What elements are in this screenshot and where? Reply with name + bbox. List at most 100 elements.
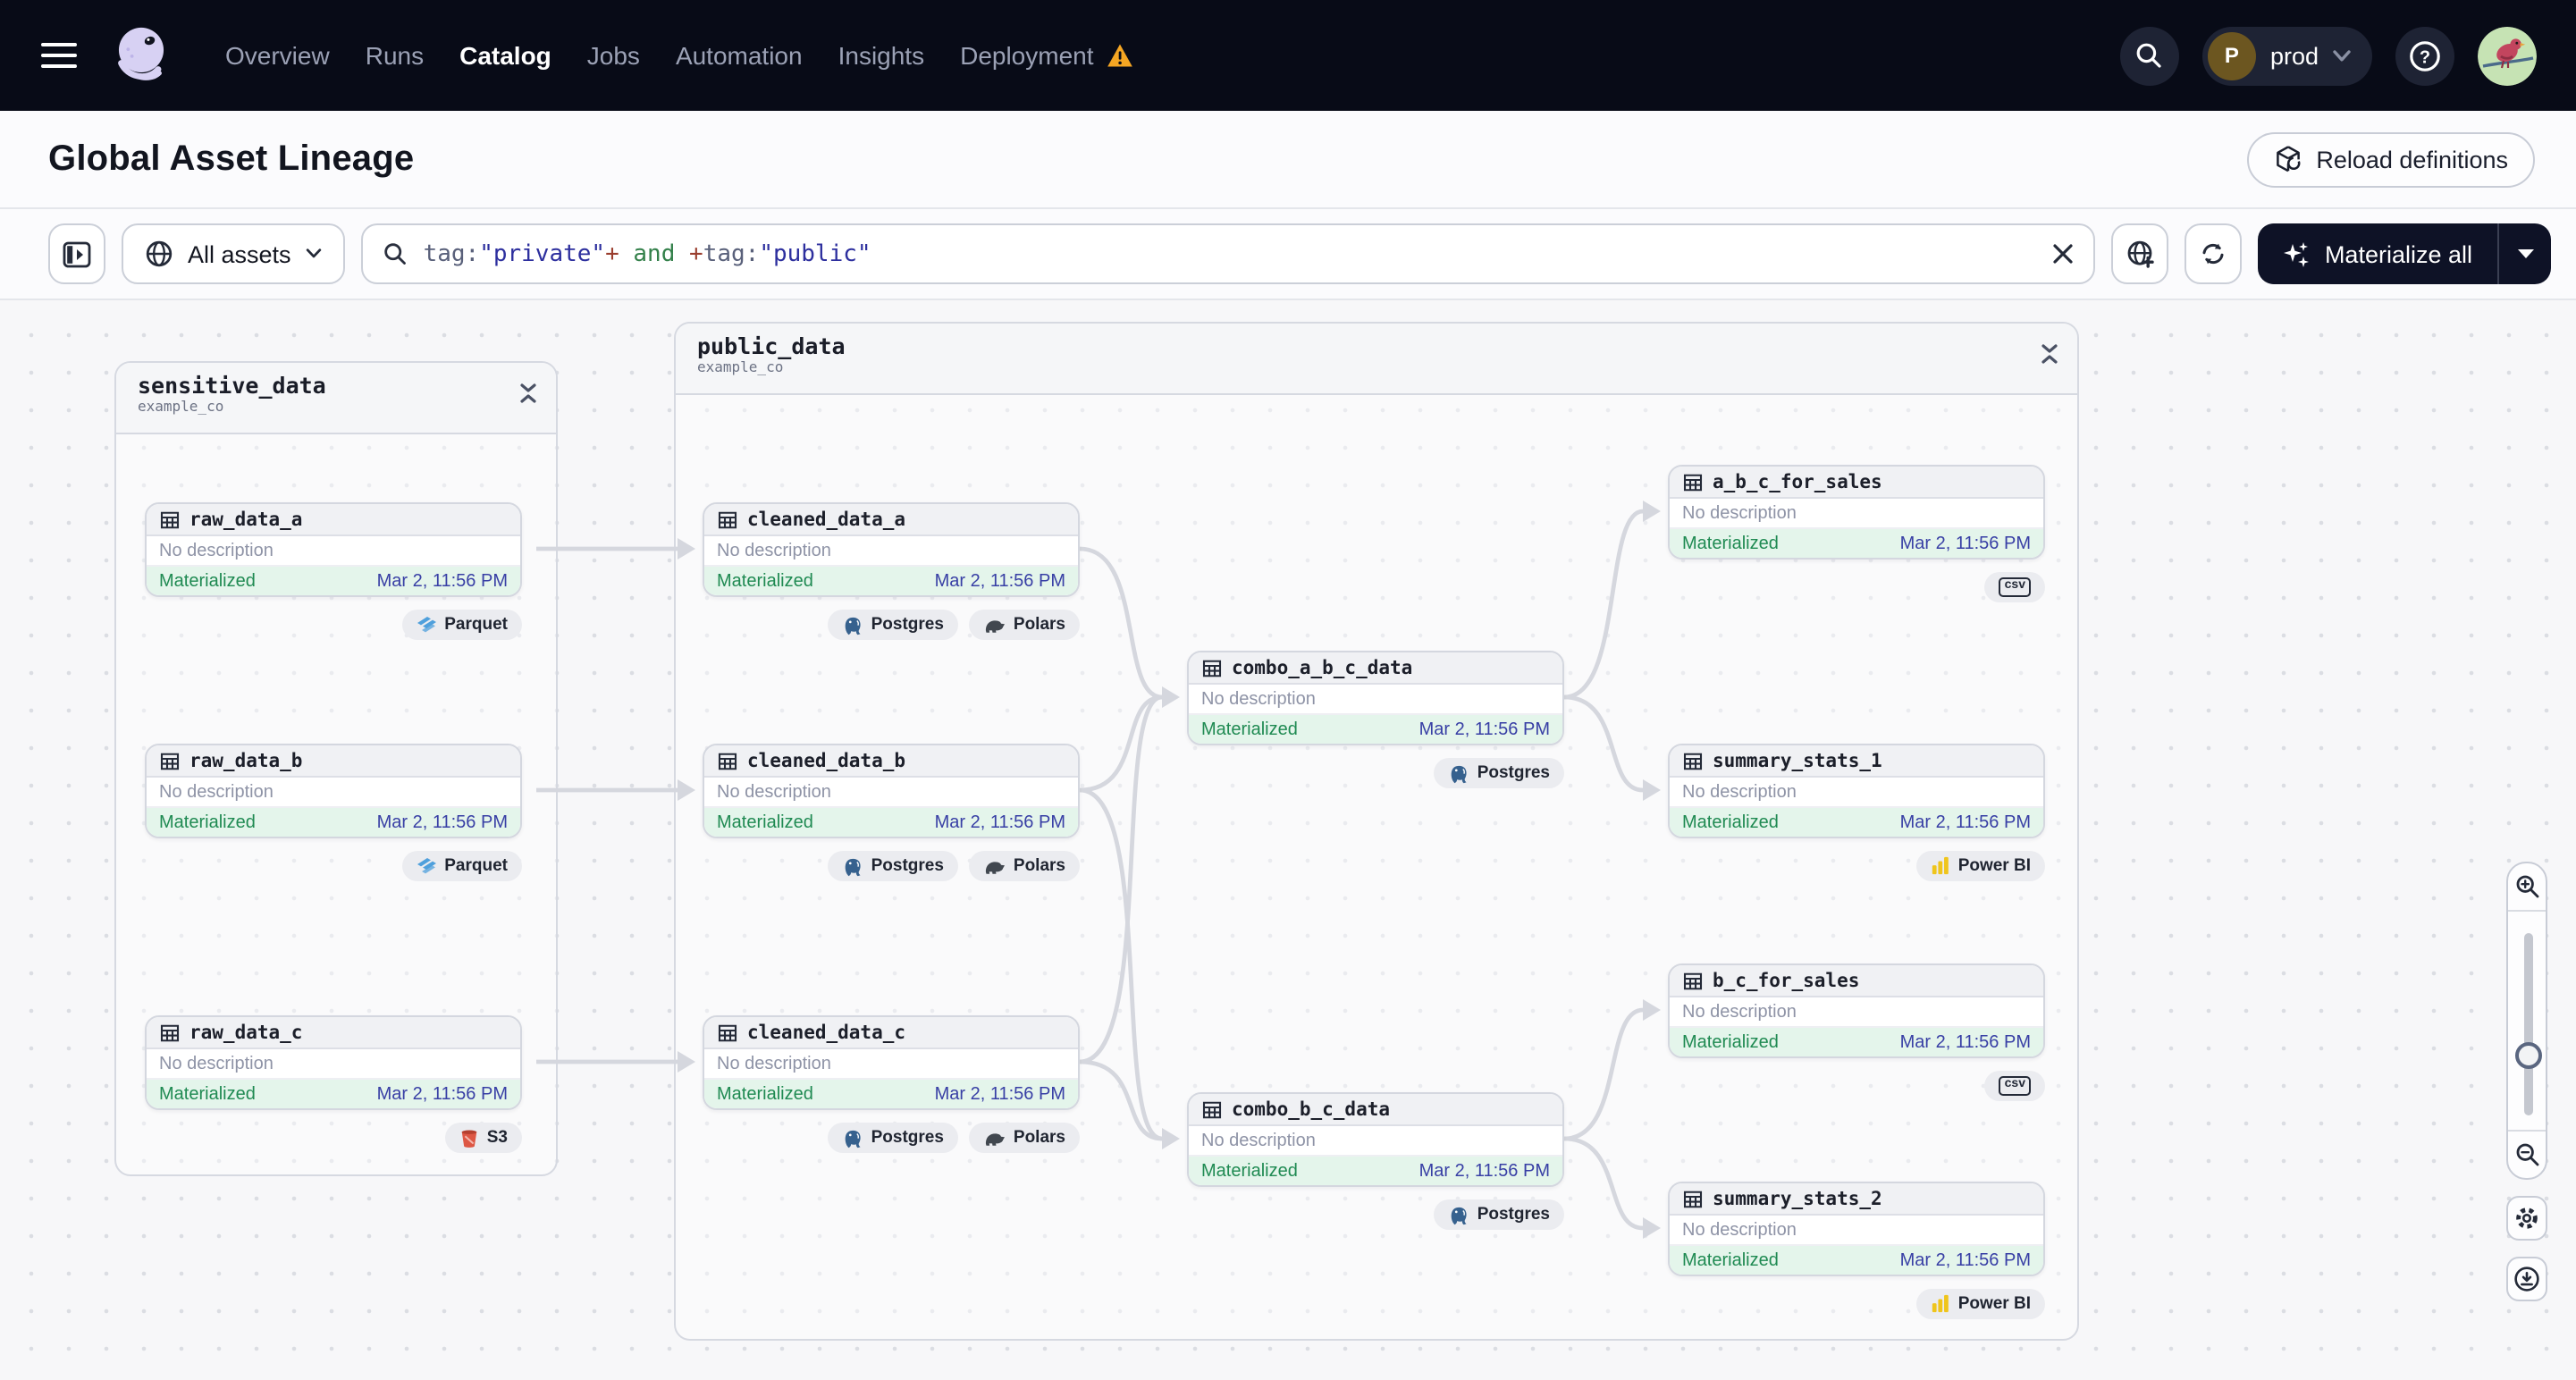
hamburger-menu-icon[interactable]	[41, 43, 77, 68]
filter-to-selection-button[interactable]	[2111, 223, 2169, 284]
asset-node-cleaned-data-a[interactable]: cleaned_data_a No description Materializ…	[703, 502, 1080, 597]
nav-item-runs[interactable]: Runs	[365, 41, 425, 70]
asset-node-b-c-for-sales[interactable]: b_c_for_sales No description Materialize…	[1668, 963, 2045, 1058]
kind-tag-postgres[interactable]: Postgres	[1434, 1199, 1564, 1230]
zoom-slider-track[interactable]	[2524, 933, 2533, 1115]
asset-node-combo-a-b-c-data[interactable]: combo_a_b_c_data No description Material…	[1187, 651, 1564, 745]
asset-node-a-b-c-for-sales[interactable]: a_b_c_for_sales No description Materiali…	[1668, 465, 2045, 560]
table-icon	[718, 752, 737, 770]
node-description: No description	[1670, 499, 2043, 529]
asset-node-combo-b-c-data[interactable]: combo_b_c_data No description Materializ…	[1187, 1092, 1564, 1187]
postgres-icon	[1452, 1206, 1468, 1224]
dagster-logo-icon[interactable]	[107, 21, 175, 89]
zoom-out-button[interactable]	[2508, 1132, 2546, 1178]
bird-avatar-icon	[2478, 26, 2537, 85]
status-badge[interactable]: Materialized	[717, 571, 813, 591]
environment-switcher[interactable]: P prod	[2201, 26, 2372, 85]
nav-item-overview[interactable]: Overview	[225, 41, 330, 70]
graph-settings-button[interactable]	[2506, 1196, 2547, 1241]
asset-node-raw-data-a[interactable]: raw_data_a No description Materialized M…	[145, 502, 522, 597]
materialization-time[interactable]: Mar 2, 11:56 PM	[934, 812, 1065, 832]
kind-tag-parquet[interactable]: Parquet	[401, 610, 522, 640]
powerbi-icon	[1932, 1294, 1949, 1313]
status-badge[interactable]: Materialized	[1682, 1032, 1779, 1052]
materialization-time[interactable]: Mar 2, 11:56 PM	[1899, 1032, 2031, 1052]
group-header[interactable]: sensitive_data example_co	[116, 363, 556, 434]
asset-node-cleaned-data-c[interactable]: cleaned_data_c No description Materializ…	[703, 1015, 1080, 1110]
nav-item-deployment[interactable]: Deployment	[960, 41, 1132, 70]
asset-node-raw-data-b[interactable]: raw_data_b No description Materialized M…	[145, 744, 522, 838]
kind-tag-parquet[interactable]: Parquet	[401, 851, 522, 881]
materialization-time[interactable]: Mar 2, 11:56 PM	[1418, 1161, 1550, 1181]
node-kind-tags: Parquet	[145, 610, 522, 640]
materialization-time[interactable]: Mar 2, 11:56 PM	[376, 571, 508, 591]
search-button[interactable]	[2119, 26, 2179, 85]
status-badge[interactable]: Materialized	[717, 1084, 813, 1104]
nav-item-automation[interactable]: Automation	[675, 41, 803, 70]
kind-tag-polars[interactable]: Polars	[968, 1123, 1080, 1153]
help-button[interactable]: ?	[2395, 26, 2454, 85]
materialization-time[interactable]: Mar 2, 11:56 PM	[1418, 719, 1550, 739]
table-icon	[718, 510, 737, 528]
asset-node-cleaned-data-b[interactable]: cleaned_data_b No description Materializ…	[703, 744, 1080, 838]
asset-scope-dropdown[interactable]: All assets	[122, 223, 345, 284]
materialize-options-button[interactable]	[2499, 223, 2551, 284]
collapse-group-icon[interactable]	[518, 383, 538, 404]
asset-node-raw-data-c[interactable]: raw_data_c No description Materialized M…	[145, 1015, 522, 1110]
status-badge[interactable]: Materialized	[1682, 1250, 1779, 1270]
status-badge[interactable]: Materialized	[1682, 534, 1779, 553]
nav-item-insights[interactable]: Insights	[838, 41, 925, 70]
status-badge[interactable]: Materialized	[1201, 1161, 1298, 1181]
asset-filter-input[interactable]: tag:"private"+ and +tag:"public"	[360, 223, 2096, 284]
refresh-button[interactable]	[2185, 223, 2243, 284]
collapse-group-icon[interactable]	[2040, 343, 2059, 365]
group-header[interactable]: public_data example_co	[676, 324, 2077, 395]
open-side-panel-button[interactable]	[48, 223, 105, 284]
status-badge[interactable]: Materialized	[1201, 719, 1298, 739]
zoom-slider-handle[interactable]	[2514, 1042, 2541, 1069]
materialization-time[interactable]: Mar 2, 11:56 PM	[1899, 1250, 2031, 1270]
reload-definitions-button[interactable]: Reload definitions	[2246, 131, 2535, 187]
materialization-time[interactable]: Mar 2, 11:56 PM	[1899, 534, 2031, 553]
kind-tag-powerbi[interactable]: Power BI	[1916, 851, 2045, 881]
nav-item-jobs[interactable]: Jobs	[586, 41, 640, 70]
kind-tag-polars[interactable]: Polars	[968, 851, 1080, 881]
materialization-time[interactable]: Mar 2, 11:56 PM	[934, 1084, 1065, 1104]
materialization-time[interactable]: Mar 2, 11:56 PM	[376, 1084, 508, 1104]
sparkles-icon	[2284, 241, 2310, 266]
materialize-all-button[interactable]: Materialize all	[2259, 223, 2497, 284]
node-kind-tags: Power BI	[1668, 1289, 2045, 1319]
materialization-time[interactable]: Mar 2, 11:56 PM	[376, 812, 508, 832]
kind-tag-csv[interactable]: csv	[1984, 1071, 2045, 1101]
download-graph-button[interactable]	[2506, 1257, 2547, 1301]
lineage-canvas[interactable]	[0, 300, 2576, 1380]
node-kind-tags: Postgres	[1187, 758, 1564, 788]
table-icon	[160, 1023, 180, 1041]
asset-node-summary-stats-2[interactable]: summary_stats_2 No description Materiali…	[1668, 1182, 2045, 1276]
nav-item-catalog[interactable]: Catalog	[459, 41, 551, 70]
status-badge[interactable]: Materialized	[1682, 812, 1779, 832]
kind-tag-postgres[interactable]: Postgres	[828, 610, 958, 640]
status-badge[interactable]: Materialized	[159, 812, 256, 832]
status-badge[interactable]: Materialized	[159, 1084, 256, 1104]
kind-tag-powerbi[interactable]: Power BI	[1916, 1289, 2045, 1319]
clear-filter-icon[interactable]	[2053, 243, 2075, 265]
kind-tag-postgres[interactable]: Postgres	[1434, 758, 1564, 788]
materialization-time[interactable]: Mar 2, 11:56 PM	[934, 571, 1065, 591]
kind-tag-polars[interactable]: Polars	[968, 610, 1080, 640]
environment-avatar: P	[2207, 31, 2256, 80]
kind-tag-s3[interactable]: S3	[445, 1123, 522, 1153]
status-badge[interactable]: Materialized	[717, 812, 813, 832]
zoom-slider[interactable]	[2508, 910, 2546, 1132]
materialize-all-split-button: Materialize all	[2258, 223, 2551, 284]
kind-tag-postgres[interactable]: Postgres	[828, 1123, 958, 1153]
kind-tag-csv[interactable]: csv	[1984, 572, 2045, 602]
status-badge[interactable]: Materialized	[159, 571, 256, 591]
asset-node-summary-stats-1[interactable]: summary_stats_1 No description Materiali…	[1668, 744, 2045, 838]
zoom-in-button[interactable]	[2508, 863, 2546, 910]
materialization-time[interactable]: Mar 2, 11:56 PM	[1899, 812, 2031, 832]
user-avatar[interactable]	[2478, 26, 2537, 85]
kind-tag-postgres[interactable]: Postgres	[828, 851, 958, 881]
